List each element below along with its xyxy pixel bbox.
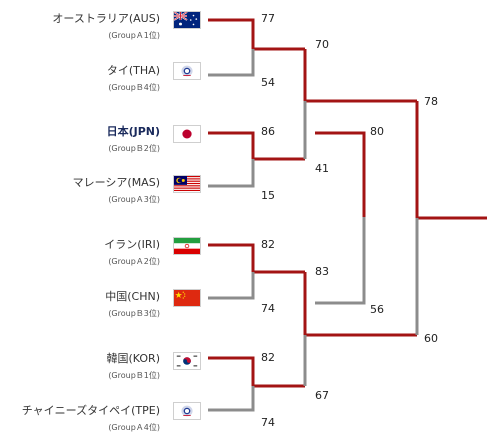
team-name: イラン(IRI)	[104, 238, 160, 251]
korea-flag-icon	[173, 352, 201, 370]
team-name: マレーシア(MAS)	[72, 176, 160, 189]
score-iri-r1: 82	[261, 238, 275, 251]
team-group: (GroupＡ1位)	[108, 31, 160, 40]
team-entry-chn: 中国(CHN) (GroupＢ3位)	[0, 290, 160, 319]
score-jpn-placement: 80	[370, 125, 384, 138]
team-entry-kor: 韓国(KOR) (GroupＢ1位)	[0, 352, 161, 381]
score-chn-placement: 56	[370, 303, 384, 316]
score-kor-r2: 67	[315, 389, 329, 402]
malaysia-flag-icon	[173, 175, 201, 193]
china-flag-icon	[173, 289, 201, 307]
team-name: チャイニーズタイペイ(TPE)	[21, 404, 160, 417]
team-entry-iri: イラン(IRI) (GroupＡ2位)	[0, 238, 160, 267]
score-jpn-r1: 86	[261, 125, 275, 138]
score-mas-r1: 15	[261, 189, 275, 202]
score-chn-r1: 74	[261, 302, 275, 315]
bracket-line-placement-chn	[315, 217, 366, 305]
team-name: 韓国(KOR)	[106, 352, 161, 365]
bracket-line-tha	[208, 49, 255, 77]
score-iri-final: 60	[424, 332, 438, 345]
japan-flag-icon	[173, 125, 201, 143]
team-name: 中国(CHN)	[105, 290, 160, 303]
bracket-line-jpn	[208, 131, 305, 161]
bracket-line-final-aus	[415, 101, 487, 220]
score-aus-r1: 77	[261, 12, 275, 25]
bracket-line-chn	[208, 272, 255, 300]
team-entry-mas: マレーシア(MAS) (GroupＡ3位)	[0, 176, 160, 205]
team-entry-jpn: 日本(JPN) (GroupＢ2位)	[0, 125, 160, 154]
chinese-taipei-olympic-flag-icon	[173, 402, 201, 420]
team-group: (GroupＡ2位)	[108, 257, 160, 266]
team-name: オーストラリア(AUS)	[52, 12, 160, 25]
team-name: タイ(THA)	[106, 64, 160, 77]
bracket-line-r2-aus	[303, 49, 417, 103]
team-group: (GroupＢ2位)	[108, 144, 160, 153]
team-group: (GroupＢ1位)	[108, 371, 160, 380]
bracket-line-mas	[208, 159, 255, 188]
team-group: (GroupＢ3位)	[108, 309, 160, 318]
team-entry-tpe: チャイニーズタイペイ(TPE) (GroupＡ4位)	[0, 404, 160, 433]
score-aus-final: 78	[424, 95, 438, 108]
iran-flag-icon	[173, 237, 201, 255]
bracket-line-aus	[208, 18, 305, 51]
bracket-line-kor	[208, 356, 305, 388]
team-entry-tha: タイ(THA) (GroupＢ4位)	[0, 64, 160, 93]
score-tpe-r1: 74	[261, 416, 275, 429]
score-jpn-r2: 41	[315, 162, 329, 175]
score-aus-r2: 70	[315, 38, 329, 51]
score-iri-r2: 83	[315, 265, 329, 278]
team-group: (GroupＡ4位)	[108, 423, 160, 432]
bracket-line-iri	[208, 243, 305, 274]
bracket-line-tpe	[208, 386, 255, 412]
team-group: (GroupＡ3位)	[108, 195, 160, 204]
team-entry-aus: オーストラリア(AUS) (GroupＡ1位)	[0, 12, 160, 41]
chinese-taipei-olympic-flag-icon	[173, 62, 201, 80]
score-kor-r1: 82	[261, 351, 275, 364]
team-name: 日本(JPN)	[106, 125, 160, 138]
australia-flag-icon	[173, 11, 201, 29]
team-group: (GroupＢ4位)	[108, 83, 160, 92]
score-tha-r1: 54	[261, 76, 275, 89]
bracket-line-placement-jpn	[315, 131, 366, 217]
